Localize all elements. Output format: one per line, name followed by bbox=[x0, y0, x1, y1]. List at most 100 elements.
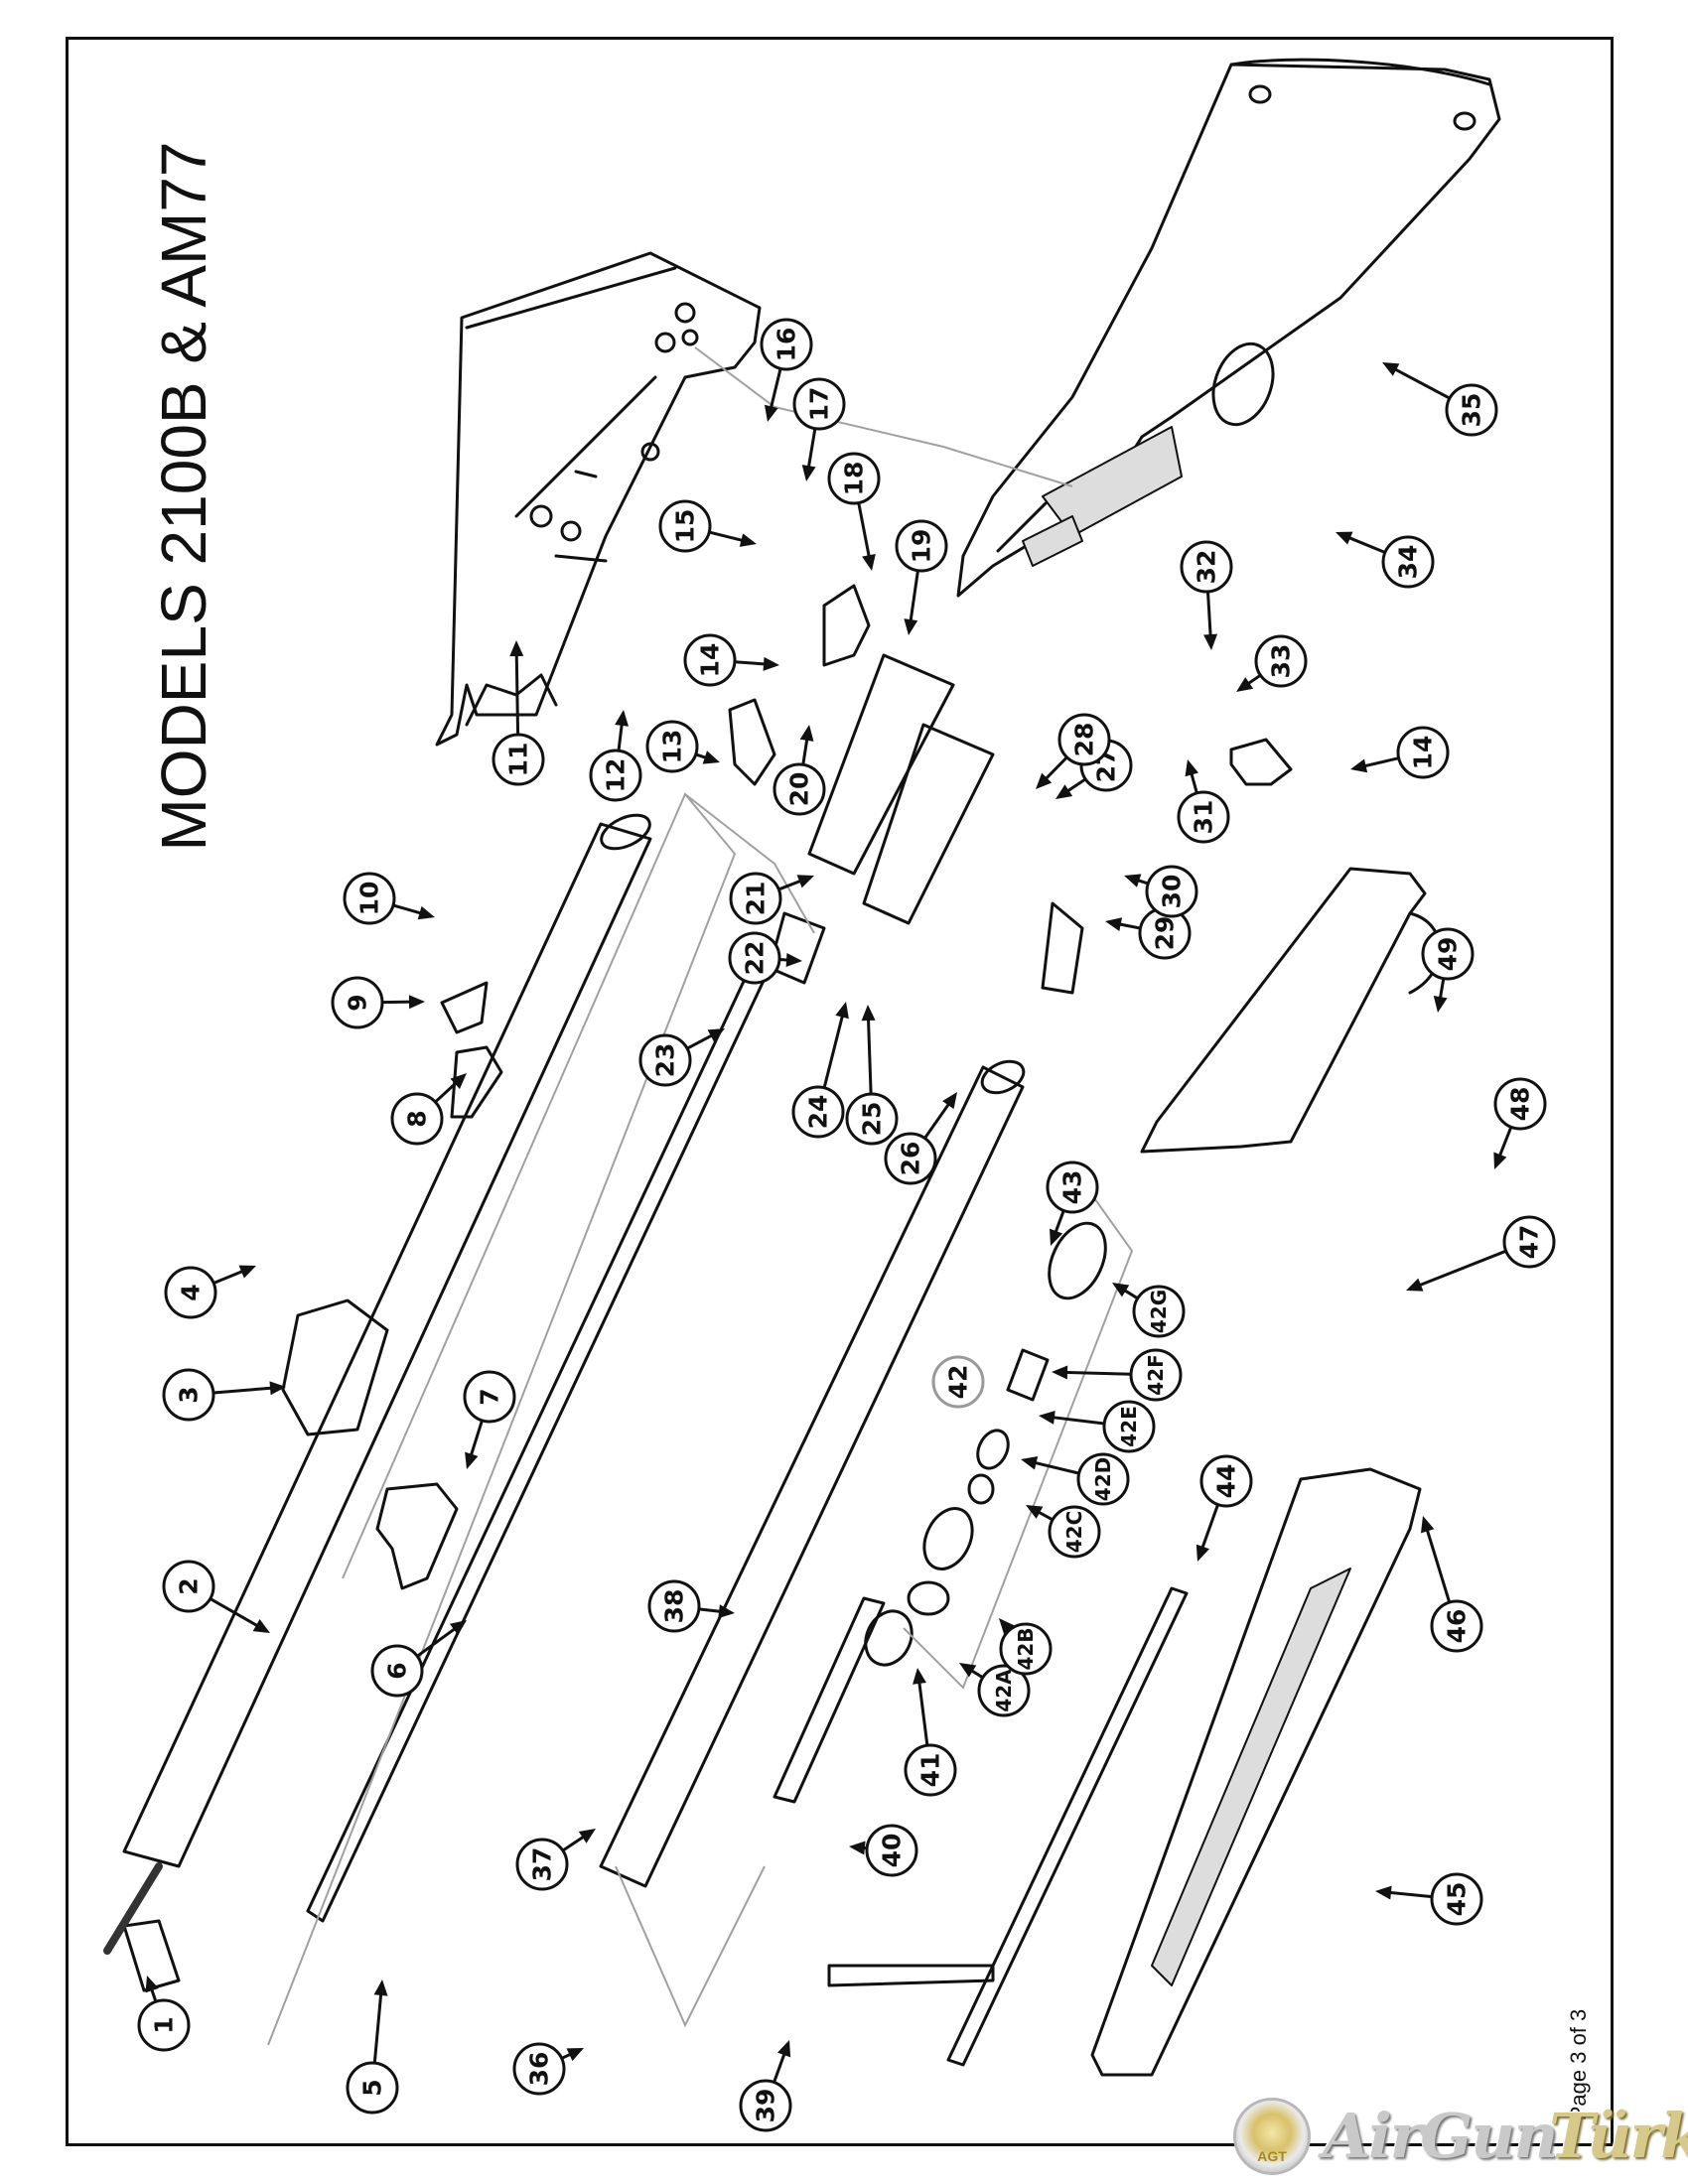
arrowhead-icon bbox=[578, 1829, 596, 1843]
callout-label: 10 bbox=[355, 882, 384, 916]
callout-leader-arrow bbox=[434, 1080, 460, 1104]
callout-label: 46 bbox=[1443, 1609, 1472, 1644]
callout-35: 35 bbox=[1382, 362, 1498, 437]
callout-leader-arrow bbox=[1425, 1527, 1452, 1603]
part-pump-linkage bbox=[773, 1586, 1189, 2067]
callout-circle bbox=[331, 976, 384, 1029]
arrowhead-icon bbox=[904, 618, 918, 635]
arrowhead-icon bbox=[999, 1618, 1015, 1635]
callout-label: 22 bbox=[741, 941, 770, 976]
arrowhead-icon bbox=[764, 404, 778, 422]
logo-badge-icon: AGT bbox=[1233, 2098, 1311, 2175]
arrowhead-icon bbox=[566, 2048, 584, 2062]
arrowhead-icon bbox=[801, 465, 816, 481]
callout-30: 30 bbox=[1124, 865, 1198, 918]
callout-39: 39 bbox=[739, 2040, 792, 2132]
callout-4: 4 bbox=[164, 1265, 256, 1319]
arrowhead-icon bbox=[707, 1028, 725, 1042]
callout-circle bbox=[827, 452, 881, 505]
callout-circle bbox=[589, 749, 642, 802]
callout-leader-arrow bbox=[801, 736, 809, 765]
callout-label: 44 bbox=[1212, 1464, 1241, 1499]
callout-label: 13 bbox=[658, 730, 687, 764]
callout-label: 14 bbox=[1409, 736, 1438, 770]
callout-leader-arrow bbox=[1064, 777, 1087, 794]
callout-label: 43 bbox=[1058, 1170, 1087, 1205]
arrowhead-icon bbox=[1052, 1365, 1068, 1380]
arrowhead-icon bbox=[942, 1092, 957, 1110]
callout-44: 44 bbox=[1196, 1454, 1253, 1562]
callout-leader-arrow bbox=[773, 2050, 787, 2084]
callout-leader-arrow bbox=[734, 660, 769, 666]
callout-label: 42A bbox=[992, 1669, 1016, 1712]
callout-circle bbox=[162, 1368, 215, 1422]
callout-41: 41 bbox=[904, 1668, 957, 1797]
callout-label: 21 bbox=[742, 882, 771, 916]
part-barrel bbox=[122, 813, 652, 1868]
arrowhead-icon bbox=[1050, 1228, 1063, 1246]
callout-42a: 42A bbox=[959, 1663, 1031, 1717]
callout-leader-arrow bbox=[923, 1100, 952, 1140]
callout-leader-arrow bbox=[617, 721, 625, 751]
callout-circle bbox=[1199, 1454, 1253, 1508]
callout-leader-arrow bbox=[698, 1607, 724, 1614]
callout-label: 35 bbox=[1458, 393, 1486, 428]
callout-leader-arrow bbox=[416, 1625, 459, 1658]
arrowhead-icon bbox=[776, 2040, 791, 2058]
callout-46: 46 bbox=[1420, 1516, 1483, 1653]
callout-leader-arrow bbox=[1361, 756, 1399, 768]
arrowhead-icon bbox=[408, 995, 425, 1010]
arrowhead-icon bbox=[1406, 1278, 1424, 1292]
part-bolt bbox=[807, 653, 955, 876]
page-border bbox=[66, 37, 1614, 2146]
callout-circle bbox=[1381, 535, 1435, 589]
part-valve-assembly bbox=[864, 1221, 1107, 1667]
callout-leader-arrow bbox=[1199, 1504, 1219, 1552]
callout-24: 24 bbox=[791, 1002, 849, 1139]
arrowhead-icon bbox=[252, 1618, 270, 1633]
callout-circle bbox=[1132, 1285, 1186, 1338]
callout-label: 7 bbox=[476, 1388, 504, 1405]
callout-6: 6 bbox=[370, 1620, 467, 1698]
callout-42b: 42B bbox=[999, 1618, 1053, 1676]
callout-3: 3 bbox=[162, 1368, 286, 1422]
callout-circle bbox=[1396, 726, 1450, 779]
callout-label: 36 bbox=[525, 2052, 554, 2087]
callout-leader-arrow bbox=[212, 1269, 246, 1285]
callout-21: 21 bbox=[729, 872, 814, 925]
callout-circle bbox=[346, 2061, 399, 2115]
callout-circle bbox=[865, 1824, 918, 1877]
arrowhead-icon bbox=[702, 751, 720, 764]
arrowhead-icon bbox=[1350, 758, 1368, 773]
callout-label: 32 bbox=[1193, 550, 1221, 585]
callout-circle bbox=[791, 1085, 845, 1139]
arrowhead-icon bbox=[1196, 1544, 1209, 1562]
arrowhead-icon bbox=[959, 1663, 977, 1678]
arrowhead-icon bbox=[373, 1979, 388, 1996]
callout-label: 28 bbox=[1070, 723, 1099, 757]
callout-leader-arrow bbox=[1116, 921, 1141, 930]
callout-circle bbox=[1057, 713, 1111, 766]
callout-label: 6 bbox=[383, 1662, 412, 1679]
callout-circle bbox=[1445, 383, 1498, 437]
callout-33: 33 bbox=[1236, 634, 1308, 692]
callout-8: 8 bbox=[390, 1073, 467, 1146]
arrowhead-icon bbox=[1433, 996, 1448, 1013]
callout-circle bbox=[1076, 1452, 1130, 1506]
arrowhead-icon bbox=[763, 656, 779, 671]
callout-13: 13 bbox=[645, 720, 720, 773]
callout-circle bbox=[1177, 790, 1230, 844]
callout-42g: 42G bbox=[1112, 1283, 1186, 1338]
callout-circle bbox=[884, 1132, 937, 1185]
callout-label: 30 bbox=[1158, 875, 1187, 909]
callout-label: 5 bbox=[358, 2079, 387, 2096]
callout-leader-arrow bbox=[909, 570, 919, 624]
callout-leader-arrow bbox=[1062, 1370, 1132, 1376]
callout-label: 19 bbox=[908, 529, 936, 564]
callout-circle bbox=[370, 1644, 424, 1698]
callout-label: 47 bbox=[1515, 1225, 1544, 1260]
part-hammer bbox=[728, 698, 776, 786]
callout-label: 25 bbox=[858, 1102, 887, 1137]
callout-label: 42 bbox=[944, 1365, 973, 1400]
callout-label: 3 bbox=[175, 1386, 204, 1403]
